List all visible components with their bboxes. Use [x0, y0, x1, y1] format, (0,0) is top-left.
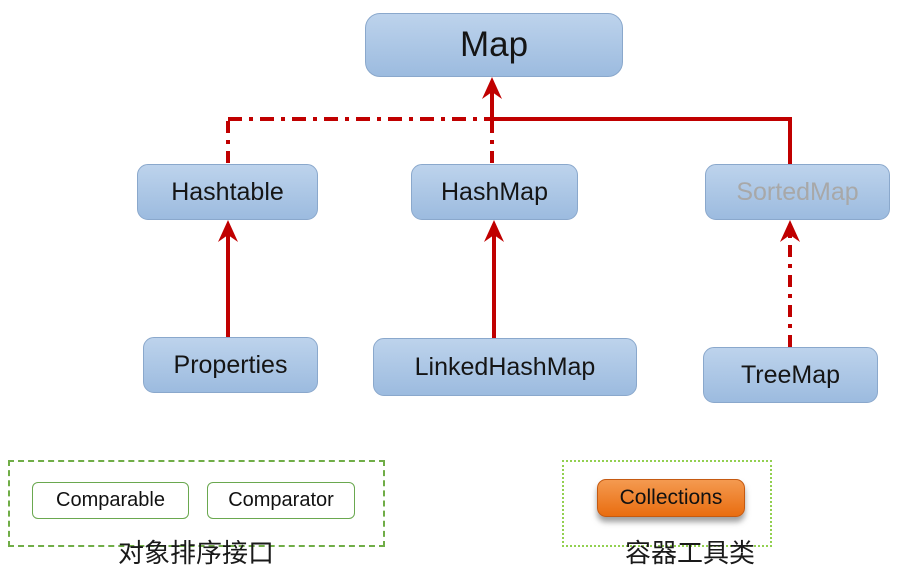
node-map-label: Map	[459, 25, 529, 64]
node-collections: Collections	[597, 479, 745, 517]
arrowhead-sortedmap	[780, 220, 800, 242]
node-linkedhashmap: LinkedHashMap	[373, 338, 637, 396]
node-properties: Properties	[143, 337, 318, 393]
node-sortedmap: SortedMap	[705, 164, 890, 220]
node-hashmap: HashMap	[411, 164, 578, 220]
node-hashmap-label: HashMap	[441, 177, 548, 206]
node-collections-label: Collections	[619, 486, 723, 509]
node-comparator-label: Comparator	[228, 489, 334, 511]
node-treemap-label: TreeMap	[740, 360, 841, 389]
node-linkedhashmap-label: LinkedHashMap	[414, 352, 596, 381]
node-properties-label: Properties	[173, 350, 288, 379]
caption-sorting-interfaces: 对象排序接口	[117, 539, 274, 568]
node-hashtable-label: Hashtable	[171, 177, 284, 206]
node-sortedmap-label: SortedMap	[736, 177, 859, 206]
arrowhead-hashtable	[218, 220, 238, 242]
node-comparator: Comparator	[207, 482, 355, 519]
node-map: Map	[365, 13, 623, 77]
node-hashtable: Hashtable	[137, 164, 318, 220]
arrowhead-map	[482, 77, 502, 99]
node-comparable-label: Comparable	[56, 489, 165, 511]
group-utility-class	[562, 460, 772, 547]
node-comparable: Comparable	[32, 482, 189, 519]
caption-utility-class: 容器工具类	[624, 539, 755, 568]
group-sorting-interfaces	[8, 460, 385, 547]
node-treemap: TreeMap	[703, 347, 878, 403]
arrowhead-hashmap	[484, 220, 504, 242]
